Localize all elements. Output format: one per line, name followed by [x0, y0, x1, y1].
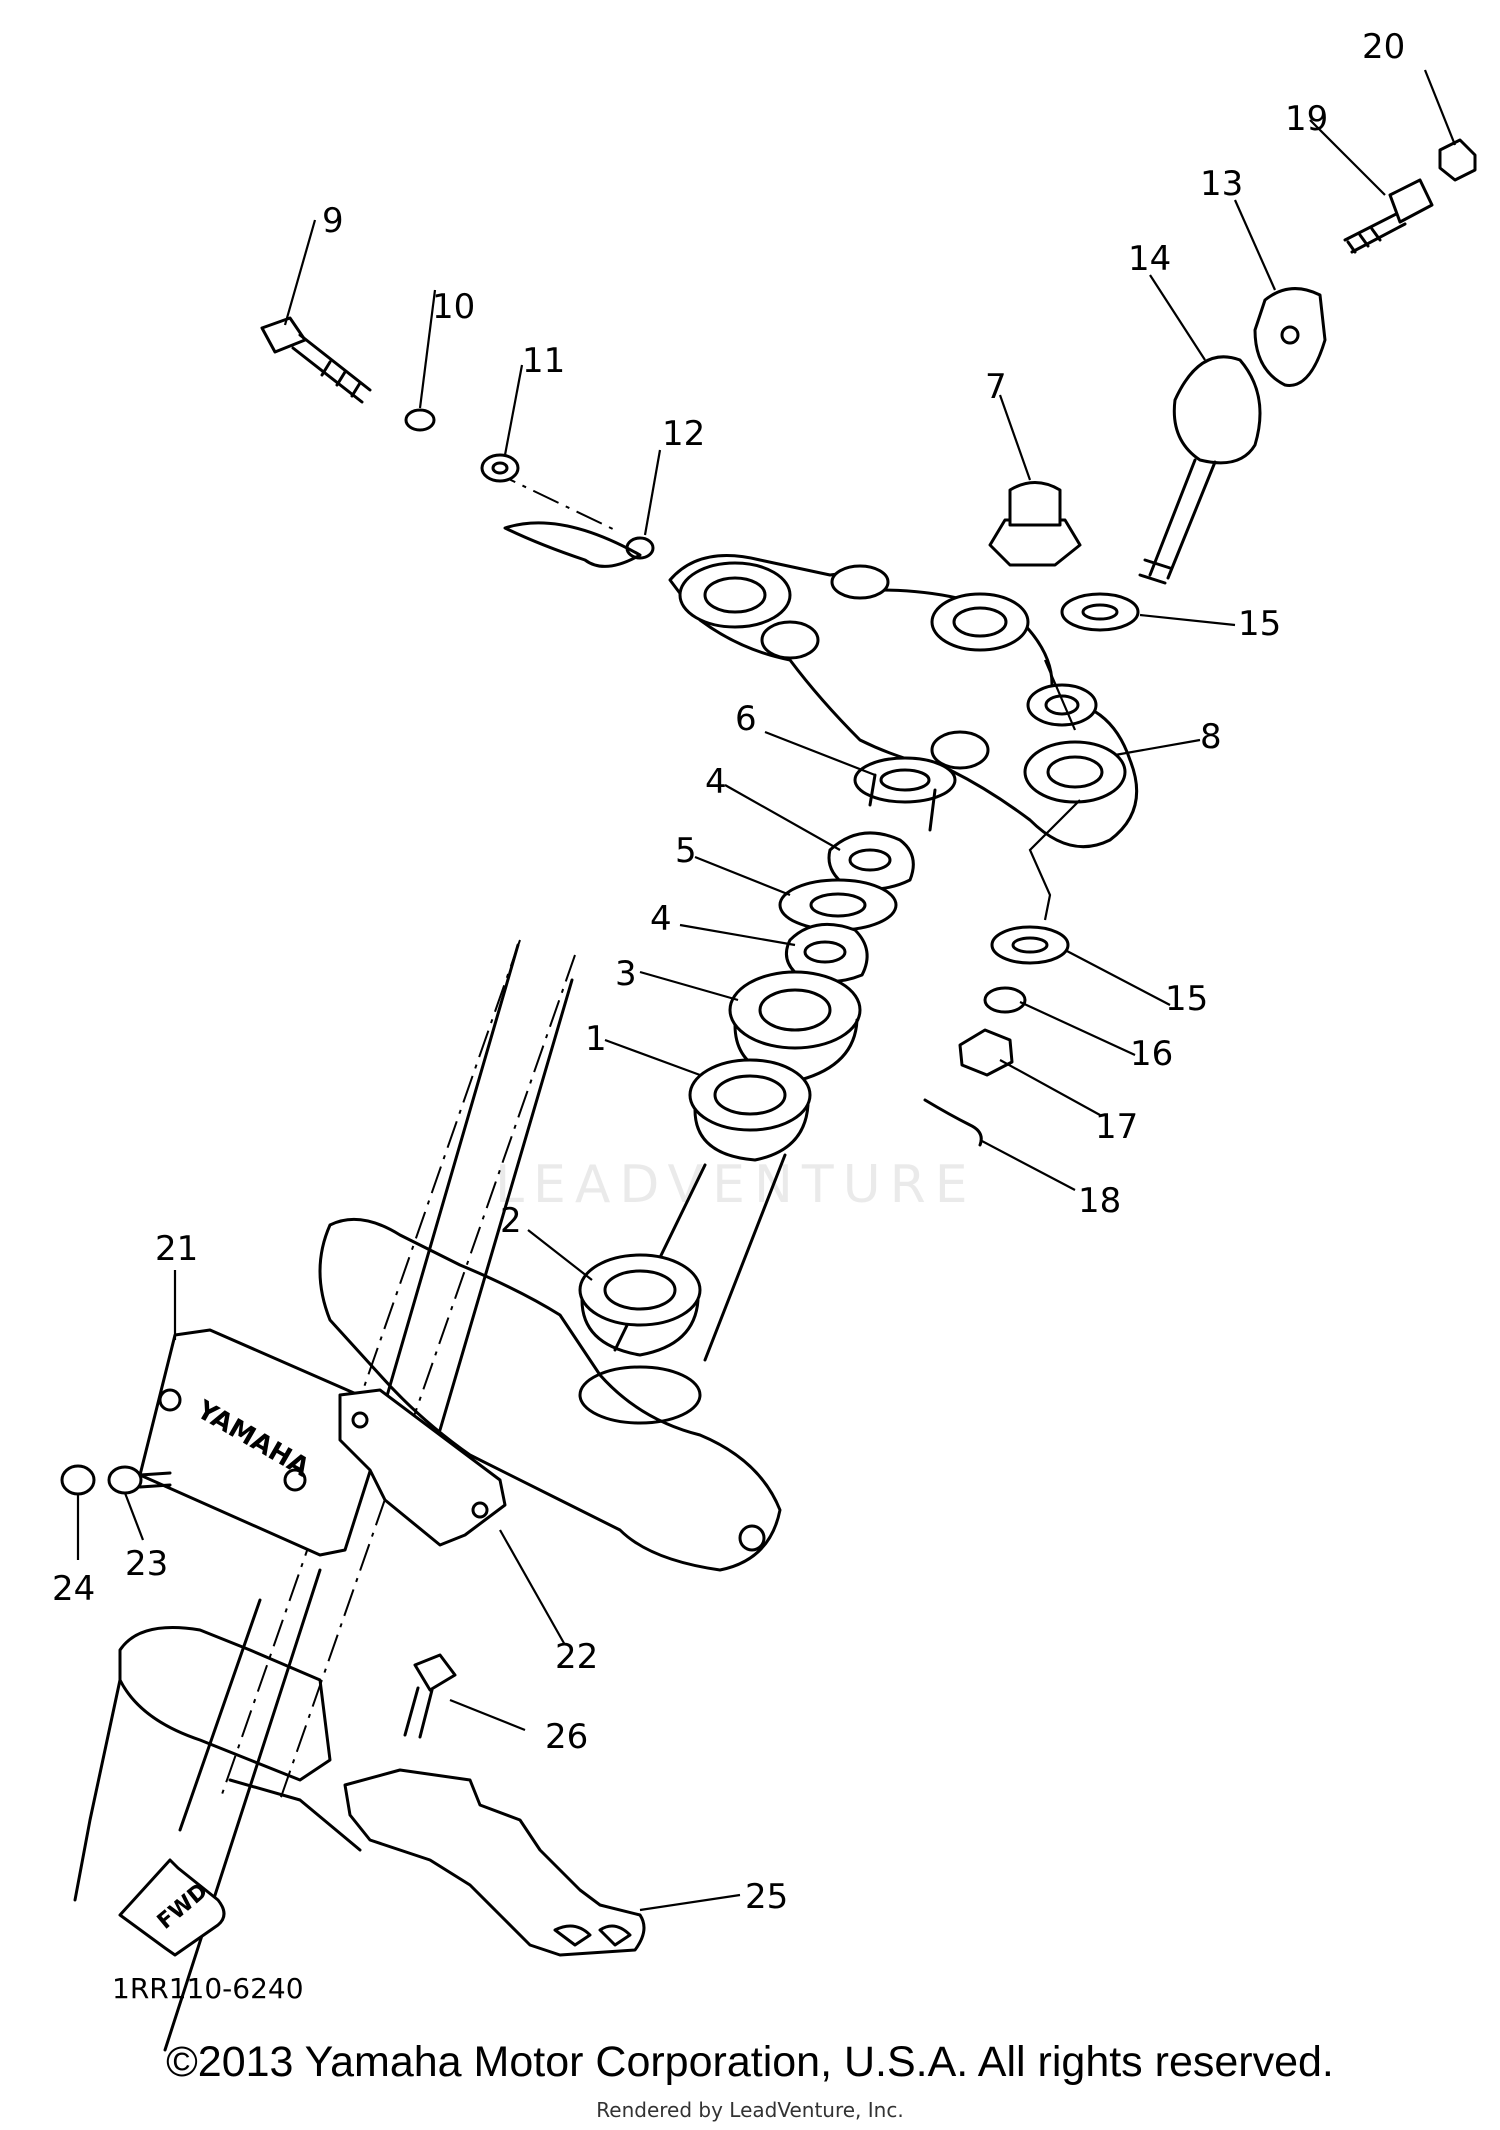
bearing-cover-3	[728, 970, 862, 1082]
callout-4b: 4	[650, 899, 672, 939]
callout-16: 16	[1130, 1034, 1173, 1074]
washer-15-lower	[990, 925, 1070, 965]
under-bracket	[318, 1217, 782, 1572]
callout-23: 23	[125, 1544, 168, 1584]
lock-washer-16	[983, 986, 1027, 1014]
ring-nut-lower	[784, 922, 869, 983]
diagram-code: 1RR110-6240	[112, 1972, 304, 2005]
part-18	[923, 1098, 983, 1147]
bolt-9	[260, 316, 372, 404]
clip-12	[503, 521, 655, 568]
callout-10: 10	[432, 287, 475, 327]
washer-10	[404, 408, 436, 432]
callout-18: 18	[1078, 1181, 1121, 1221]
callout-8: 8	[1200, 717, 1222, 757]
emblem-cover-21: YAMAHA	[138, 1328, 385, 1557]
callout-11: 11	[522, 341, 565, 381]
copyright-notice: ©2013 Yamaha Motor Corporation, U.S.A. A…	[166, 2038, 1334, 2086]
frame-head	[73, 1626, 362, 1902]
upper-triple-clamp	[668, 554, 1139, 849]
nut-17	[958, 1028, 1014, 1077]
callout-19: 19	[1285, 99, 1328, 139]
callout-2: 2	[500, 1201, 522, 1241]
callout-26: 26	[545, 1717, 588, 1757]
cap-nut	[988, 481, 1082, 567]
axis-lines	[219, 469, 616, 1801]
callout-20: 20	[1362, 27, 1405, 67]
callout-6: 6	[735, 699, 757, 739]
fwd-arrow-icon: FWD	[118, 1858, 226, 1957]
cap-24	[60, 1464, 96, 1496]
fork-tubes	[163, 943, 574, 2052]
watermark: LEADVENTURE	[495, 1155, 977, 1215]
screw-23	[107, 1465, 172, 1495]
nut-20	[1438, 138, 1477, 182]
callout-22: 22	[555, 1637, 598, 1677]
rubber-washer-5	[778, 878, 898, 932]
handlebar-holder	[1138, 355, 1262, 585]
callout-7: 7	[985, 367, 1007, 407]
bolt-26	[403, 1653, 457, 1739]
callout-4a: 4	[705, 762, 727, 802]
lock-washer-6	[853, 756, 957, 832]
washer-15-upper	[1060, 592, 1140, 632]
handlebar-upper-holder	[1253, 287, 1327, 387]
ring-nut-upper	[827, 831, 915, 891]
bearing-2	[578, 1253, 702, 1357]
callout-21: 21	[155, 1229, 198, 1269]
leader-lines	[76, 69, 1457, 1912]
callout-12: 12	[662, 414, 705, 454]
callout-3: 3	[615, 954, 637, 994]
callout-14: 14	[1128, 239, 1171, 279]
callout-5: 5	[675, 831, 697, 871]
part-number-labels: 1 2 3 4 4 5 6 7 8 9 10 11 12 13 14 15 15…	[52, 27, 1405, 1917]
callout-9: 9	[322, 201, 344, 241]
callout-25: 25	[745, 1877, 788, 1917]
bolt-19	[1343, 178, 1434, 254]
callout-13: 13	[1200, 164, 1243, 204]
callout-15b: 15	[1165, 979, 1208, 1019]
callout-17: 17	[1095, 1107, 1138, 1147]
washer-11	[480, 453, 520, 483]
stay-25	[343, 1768, 646, 1957]
callout-24: 24	[52, 1569, 95, 1609]
callout-1: 1	[585, 1019, 607, 1059]
callout-15a: 15	[1238, 604, 1281, 644]
bracket-22	[338, 1388, 507, 1547]
rendered-by-notice: Rendered by LeadVenture, Inc.	[596, 2098, 904, 2122]
